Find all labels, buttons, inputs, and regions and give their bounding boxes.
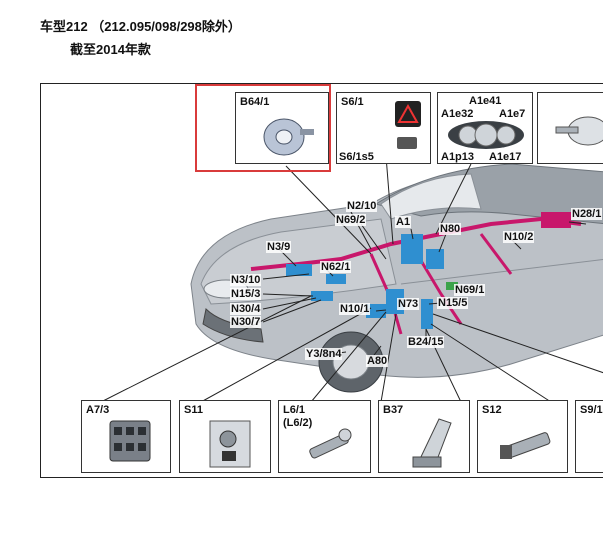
callout-n10-1: N10/1 (339, 303, 370, 315)
module-n15-3 (311, 291, 333, 301)
card-s11: S11 (179, 400, 271, 473)
callout-a80: A80 (366, 355, 388, 367)
card-s9-1: S9/1 (575, 400, 603, 473)
callout-n3-10: N3/10 (230, 274, 261, 286)
callout-n28-1: N28/1 (571, 208, 602, 220)
component-location-diagram: B64/1 S6/1 S6/1s5 A1e41 A1e32 A1e7 A1p13… (40, 83, 603, 478)
callout-n2-10: N2/10 (346, 200, 377, 212)
card-s6-1: S6/1 S6/1s5 (336, 92, 431, 164)
callout-n69-2: N69/2 (335, 214, 366, 226)
brake-switch-icon (478, 401, 569, 474)
callout-n15-5: N15/5 (437, 297, 468, 309)
callout-n69-1: N69/1 (454, 284, 485, 296)
card-steering-switch (537, 92, 603, 164)
page-title: 车型212 （212.095/098/298除外） (40, 16, 241, 35)
steering-switch-icon (538, 93, 603, 165)
callout-y3-8n4: Y3/8n4 (305, 348, 342, 360)
callout-n62-1: N62/1 (320, 261, 351, 273)
hazard-switch-icon (337, 93, 432, 165)
card-b37: B37 (378, 400, 470, 473)
instrument-cluster-icon (438, 93, 534, 165)
card-label: S9/1 (580, 404, 603, 416)
module-n62-1 (326, 274, 346, 284)
pedal-sensor-icon (379, 401, 471, 474)
module-a1 (401, 234, 423, 264)
callout-n30-7: N30/7 (230, 316, 261, 328)
callout-n73: N73 (397, 298, 419, 310)
card-a1-cluster: A1e41 A1e32 A1e7 A1p13 A1e17 (437, 92, 533, 164)
page-subtitle: 截至2014年款 (70, 39, 151, 58)
card-s12: S12 (477, 400, 568, 473)
callout-n15-3: N15/3 (230, 288, 261, 300)
switch-sensor-icon (180, 401, 272, 474)
card-b64-1: B64/1 (235, 92, 329, 164)
brake-booster-icon (236, 93, 330, 165)
callout-n30-4: N30/4 (230, 303, 261, 315)
module-n80 (426, 249, 444, 269)
callout-b24-15: B24/15 (407, 336, 444, 348)
card-a7-3: A7/3 (81, 400, 171, 473)
n28-module (541, 212, 571, 228)
card-l6-1: L6/1 (L6/2) (278, 400, 371, 473)
callout-a1: A1 (395, 216, 411, 228)
callout-n10-2: N10/2 (503, 231, 534, 243)
callout-n80: N80 (439, 223, 461, 235)
speed-sensor-icon (279, 401, 372, 474)
callout-n3-9: N3/9 (266, 241, 291, 253)
valve-unit-icon (82, 401, 172, 474)
